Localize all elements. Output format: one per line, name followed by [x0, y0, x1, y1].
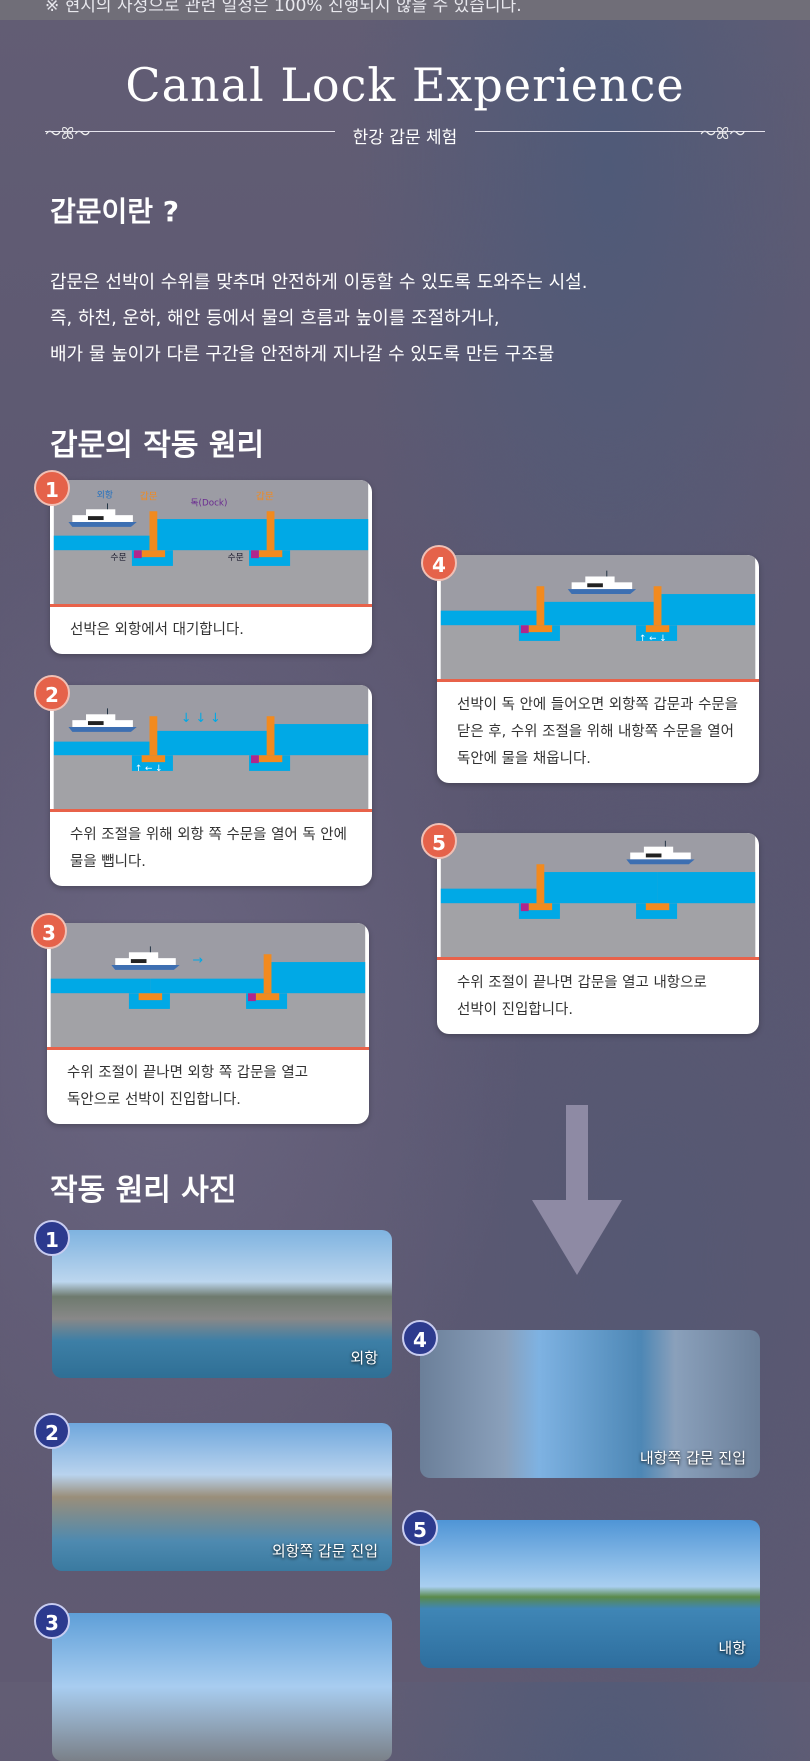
photo-caption: 내항쪽 갑문 진입: [639, 1449, 746, 1467]
photo-badge: 3: [34, 1603, 70, 1639]
gate: [536, 586, 545, 626]
svg-text:↑ ← ↓: ↑ ← ↓: [639, 634, 667, 644]
intro-line: 즉, 하천, 운하, 해안 등에서 물의 흐름과 높이를 조절하거나,: [50, 308, 500, 329]
gate: [266, 716, 275, 756]
svg-text:갑문: 갑문: [256, 491, 274, 503]
lock-photo-2: 외항쪽 갑문 진입: [52, 1423, 392, 1571]
photo-caption: 외항: [350, 1349, 378, 1367]
notice-text: ※ 현지의 사정으로 관련 일정은 100% 진행되지 않을 수 있습니다.: [45, 0, 522, 16]
lock-photo-3: [52, 1613, 392, 1761]
sluice-valve: [520, 625, 529, 634]
sluice-valve: [251, 550, 259, 559]
svg-text:독(Dock): 독(Dock): [190, 497, 227, 508]
caption-line: 독안에 물을 채웁니다.: [457, 751, 591, 767]
svg-text:외항: 외항: [97, 489, 113, 501]
step-badge: 2: [34, 675, 70, 711]
sluice-valve: [133, 550, 142, 559]
principle-heading: 갑문의 작동 원리: [50, 428, 265, 463]
svg-text:↑ ← ↓: ↑ ← ↓: [135, 764, 163, 774]
down-arrow-head: [532, 1200, 622, 1275]
sluice-valve: [251, 755, 259, 764]
caption-line: 선박은 외항에서 대기합니다.: [70, 622, 244, 638]
lock-photo-5: 내항: [420, 1520, 760, 1668]
step-badge: 5: [421, 823, 457, 859]
lock-diagram: ↑ ← ↓ ↓ ↓ ↓: [50, 685, 372, 812]
ornament-left-icon: 〜ꕤ〜: [45, 124, 91, 143]
photo-badge: 4: [402, 1320, 438, 1356]
photo-badge: 5: [402, 1510, 438, 1546]
sluice-valve: [520, 903, 529, 912]
intro-heading: 갑문이란 ?: [50, 195, 180, 228]
caption-line: 선박이 독 안에 들어오면 외항쪽 갑문과 수문을: [457, 697, 739, 713]
photo-caption: 외항쪽 갑문 진입: [271, 1542, 378, 1560]
ornament-right-icon: 〜ꕤ〜: [700, 124, 746, 143]
gate: [536, 864, 545, 904]
sluice-valve: [248, 993, 256, 1002]
svg-text:↓ ↓ ↓: ↓ ↓ ↓: [181, 710, 221, 725]
lock-photo-1: 외항: [52, 1230, 392, 1378]
caption-line: 물을 뺍니다.: [70, 854, 146, 870]
intro-line: 갑문은 선박이 수위를 맞추며 안전하게 이동할 수 있도록 도와주는 시설.: [50, 272, 588, 293]
gate: [149, 511, 158, 551]
caption-line: 수위 조절을 위해 외항 쪽 수문을 열어 독 안에: [70, 827, 347, 843]
caption-line: 수위 조절이 끝나면 외항 쪽 갑문을 열고: [67, 1065, 309, 1081]
gate: [263, 954, 272, 994]
lock-photo-4: 내항쪽 갑문 진입: [420, 1330, 760, 1478]
page-subtitle: 한강 갑문 체험: [352, 128, 458, 148]
step-badge: 1: [34, 470, 70, 506]
divider: [475, 131, 765, 132]
caption-line: 독안으로 선박이 진입합니다.: [67, 1092, 241, 1108]
gate: [653, 586, 662, 626]
gate: [266, 511, 275, 551]
gate: [149, 716, 158, 756]
ship-icon: [68, 503, 137, 527]
lock-diagram: [437, 833, 759, 960]
svg-text:→: →: [192, 952, 203, 967]
ship-icon: [111, 946, 180, 970]
svg-text:수문: 수문: [228, 552, 244, 563]
ship-icon: [68, 708, 137, 732]
down-arrow-icon: [566, 1105, 588, 1200]
svg-text:갑문: 갑문: [140, 491, 158, 503]
ship-icon: [567, 570, 637, 595]
intro-text: 갑문은 선박이 수위를 맞추며 안전하게 이동할 수 있도록 도와주는 시설. …: [50, 265, 587, 373]
step-badge: 3: [31, 913, 67, 949]
ship-icon: [626, 840, 695, 865]
photo-badge: 1: [34, 1220, 70, 1256]
step-caption: 선박은 외항에서 대기합니다.: [50, 607, 372, 654]
photo-caption: 내항: [718, 1639, 746, 1657]
svg-text:수문: 수문: [110, 552, 126, 563]
lock-diagram: ↑ ← ↓: [437, 555, 759, 682]
intro-line: 배가 물 높이가 다른 구간을 안전하게 지나갈 수 있도록 만든 구조물: [50, 344, 555, 365]
photos-heading: 작동 원리 사진: [50, 1173, 237, 1208]
divider: [45, 131, 335, 132]
notice-banner: ※ 현지의 사정으로 관련 일정은 100% 진행되지 않을 수 있습니다.: [0, 0, 810, 20]
caption-line: 닫은 후, 수위 조절을 위해 내항쪽 수문을 열어: [457, 724, 734, 740]
photo-badge: 2: [34, 1413, 70, 1449]
step-badge: 4: [421, 545, 457, 581]
page-title: Canal Lock Experience: [125, 58, 685, 112]
caption-line: 수위 조절이 끝나면 갑문을 열고 내항으로: [457, 975, 707, 991]
lock-diagram: →: [47, 923, 369, 1050]
caption-line: 선박이 진입합니다.: [457, 1002, 573, 1018]
